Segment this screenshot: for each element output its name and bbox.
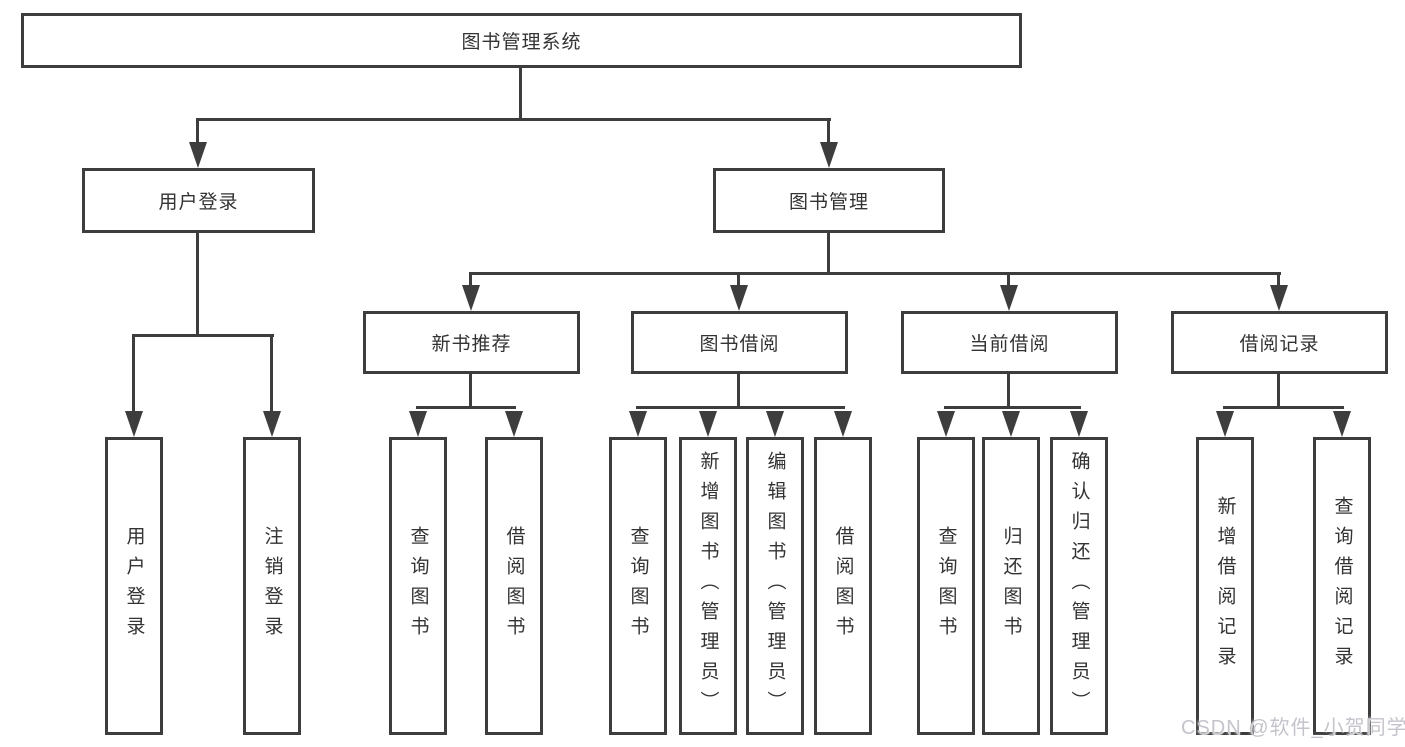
leaf-borrow-add-books-admin-label: 新增图书（管理员） xyxy=(697,451,719,721)
connector-line xyxy=(737,374,740,409)
leaf-logout: 注销登录 xyxy=(243,437,301,735)
leaf-records-add-record: 新增借阅记录 xyxy=(1196,437,1254,735)
node-borrowing-records: 借阅记录 xyxy=(1171,311,1388,374)
leaf-records-query-record: 查询借阅记录 xyxy=(1313,437,1371,735)
connector-line xyxy=(132,334,274,337)
connector-arrowhead xyxy=(730,285,748,311)
connector-arrowhead xyxy=(125,411,143,437)
connector-arrowhead xyxy=(1270,285,1288,311)
connector-arrowhead xyxy=(1216,411,1234,437)
connector-arrowhead xyxy=(1002,411,1020,437)
node-root: 图书管理系统 xyxy=(21,13,1022,68)
connector-arrowhead xyxy=(1000,285,1018,311)
connector-line xyxy=(1007,374,1010,409)
connector-arrowhead xyxy=(1070,411,1088,437)
connector-line xyxy=(827,120,830,145)
connector-line xyxy=(469,274,472,287)
connector-arrowhead xyxy=(462,285,480,311)
connector-line xyxy=(519,68,522,121)
connector-arrowhead xyxy=(189,142,207,168)
connector-line xyxy=(1223,406,1344,409)
leaf-current-query-books: 查询图书 xyxy=(917,437,975,735)
connector-line xyxy=(196,120,199,145)
connector-arrowhead xyxy=(629,411,647,437)
connector-arrowhead xyxy=(766,411,784,437)
node-borrowing-records-label: 借阅记录 xyxy=(1239,334,1320,355)
node-book-borrowing: 图书借阅 xyxy=(631,311,848,374)
node-book-management: 图书管理 xyxy=(713,168,945,233)
leaf-logout-label: 注销登录 xyxy=(261,526,283,646)
connector-line xyxy=(636,406,845,409)
leaf-current-return-books-label: 归还图书 xyxy=(1000,526,1022,646)
leaf-records-add-record-label: 新增借阅记录 xyxy=(1214,496,1236,676)
connector-arrowhead xyxy=(937,411,955,437)
leaf-current-query-books-label: 查询图书 xyxy=(935,526,957,646)
leaf-current-return-books: 归还图书 xyxy=(982,437,1040,735)
leaf-user-login-label: 用户登录 xyxy=(123,526,145,646)
leaf-recommend-borrow-books: 借阅图书 xyxy=(485,437,543,735)
watermark: CSDN @软件_小贺同学 xyxy=(1181,717,1405,739)
connector-line xyxy=(469,374,472,409)
connector-line xyxy=(416,406,516,409)
node-book-management-label: 图书管理 xyxy=(788,192,869,213)
leaf-recommend-borrow-books-label: 借阅图书 xyxy=(503,526,525,646)
leaf-current-confirm-return-admin-label: 确认归还（管理员） xyxy=(1068,451,1090,721)
node-new-book-recommendation: 新书推荐 xyxy=(363,311,580,374)
node-user-login: 用户登录 xyxy=(82,168,315,233)
node-user-login-label: 用户登录 xyxy=(158,192,239,213)
node-current-borrowing: 当前借阅 xyxy=(901,311,1118,374)
connector-line xyxy=(827,230,830,274)
leaf-borrow-borrow-books-label: 借阅图书 xyxy=(832,526,854,646)
leaf-borrow-edit-books-admin-label: 编辑图书（管理员） xyxy=(764,451,786,721)
leaf-borrow-edit-books-admin: 编辑图书（管理员） xyxy=(746,437,804,735)
leaf-records-query-record-label: 查询借阅记录 xyxy=(1331,496,1353,676)
connector-arrowhead xyxy=(1333,411,1351,437)
leaf-recommend-query-books-label: 查询图书 xyxy=(407,526,429,646)
leaf-borrow-query-books: 查询图书 xyxy=(609,437,667,735)
leaf-borrow-query-books-label: 查询图书 xyxy=(627,526,649,646)
connector-line xyxy=(1277,274,1280,287)
node-current-borrowing-label: 当前借阅 xyxy=(969,334,1050,355)
connector-line xyxy=(196,230,199,336)
connector-line xyxy=(737,274,740,287)
connector-line xyxy=(469,272,1281,275)
leaf-current-confirm-return-admin: 确认归还（管理员） xyxy=(1050,437,1108,735)
connector-line xyxy=(1007,274,1010,287)
connector-line xyxy=(944,406,1081,409)
connector-arrowhead xyxy=(820,142,838,168)
connector-line xyxy=(196,118,831,121)
connector-arrowhead xyxy=(505,411,523,437)
node-book-borrowing-label: 图书借阅 xyxy=(699,334,780,355)
leaf-borrow-borrow-books: 借阅图书 xyxy=(814,437,872,735)
connector-arrowhead xyxy=(409,411,427,437)
connector-line xyxy=(1277,374,1280,409)
leaf-recommend-query-books: 查询图书 xyxy=(389,437,447,735)
connector-line xyxy=(270,336,273,414)
connector-arrowhead xyxy=(263,411,281,437)
connector-line xyxy=(132,336,135,414)
connector-arrowhead xyxy=(834,411,852,437)
connector-arrowhead xyxy=(699,411,717,437)
leaf-user-login: 用户登录 xyxy=(105,437,163,735)
node-new-book-recommendation-label: 新书推荐 xyxy=(431,334,512,355)
leaf-borrow-add-books-admin: 新增图书（管理员） xyxy=(679,437,737,735)
node-root-label: 图书管理系统 xyxy=(461,32,582,53)
